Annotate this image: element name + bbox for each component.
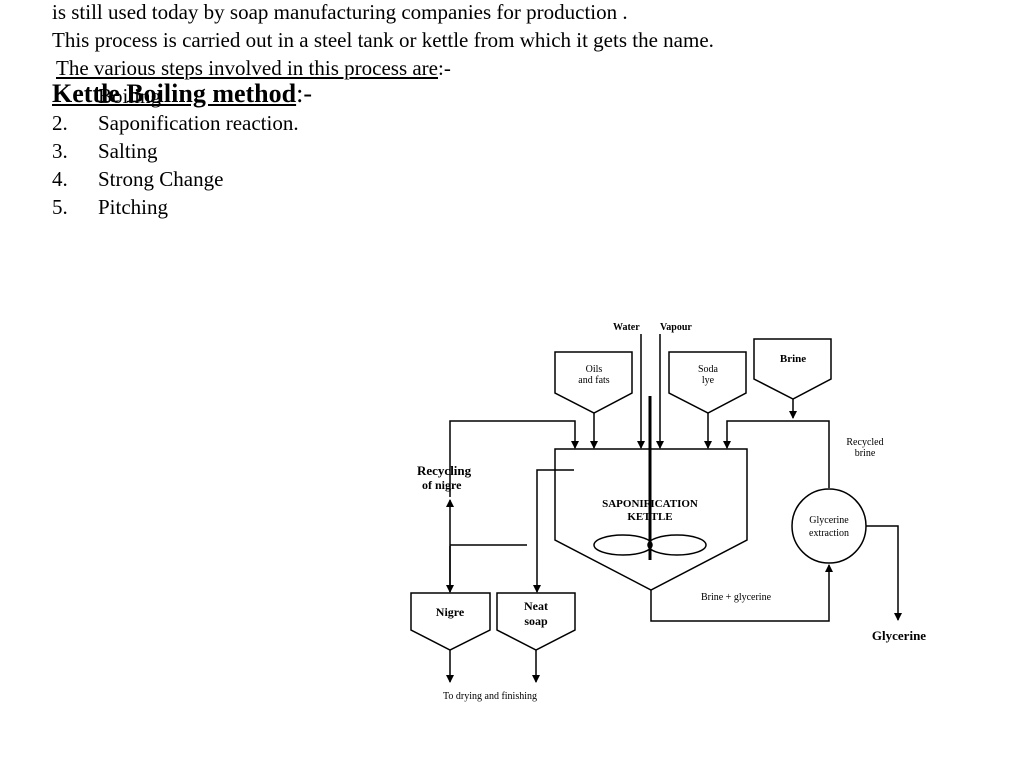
nigre-label: Nigre (436, 605, 465, 619)
neat-soap-label-line2: soap (524, 614, 548, 628)
glycerine-extraction-label-line1: Glycerine (809, 515, 849, 526)
heading-title: Kettle Boiling method (52, 79, 297, 108)
brine-label: Brine (780, 353, 806, 365)
brine-glycerine-label: Brine + glycerine (701, 592, 772, 603)
recycling-nigre-label-line1: Recycling (417, 463, 472, 478)
soda-lye-hopper (668, 351, 747, 414)
nigre-hopper (410, 592, 491, 651)
soda-label-line1: Soda (698, 364, 719, 375)
glycerine-extraction-unit (791, 488, 867, 564)
intro-line-2: This process is carried out in a steel t… (52, 28, 714, 52)
stirrer-blade-left (593, 534, 653, 556)
oils-fats-hopper (554, 351, 633, 414)
glycerine-label: Glycerine (872, 628, 926, 643)
section-heading: Kettle Boiling method:- (52, 79, 312, 109)
intro-line-1: is still used today by soap manufacturin… (52, 0, 628, 24)
steps-intro-text: The various steps involved in this proce… (56, 56, 438, 80)
recycling-nigre-label-line2: of nigre (422, 478, 462, 492)
soda-label-line2: lye (702, 375, 715, 386)
kettle-process-diagram: Water Vapour Oils and fats Soda lye Brin… (410, 322, 926, 702)
stirrer-blade-right (647, 534, 707, 556)
step-text: Strong Change (98, 167, 224, 191)
recycled-brine-line (723, 420, 830, 488)
step-text: Saponification reaction. (98, 111, 299, 135)
step-number: 4. (52, 167, 68, 191)
steps-intro-suffix: :- (438, 56, 451, 80)
water-label: Water (613, 322, 640, 333)
oils-label-line1: Oils (586, 364, 603, 375)
neat-soap-hopper (496, 592, 576, 651)
step-1-overlapped-text: Boiling (98, 84, 162, 108)
nigre-recycle-line (449, 420, 579, 497)
neat-soap-label-line1: Neat (524, 599, 548, 613)
step-number: 2. (52, 111, 68, 135)
recycled-brine-label-line2: brine (855, 448, 876, 459)
drying-label: To drying and finishing (443, 691, 537, 702)
vapour-label: Vapour (660, 322, 692, 333)
step-text: Salting (98, 139, 158, 163)
kettle-label-line1: SAPONIFICATION (602, 498, 698, 510)
neat-soap-draw-off (533, 469, 574, 593)
kettle-label-line2: KETTLE (627, 511, 672, 523)
step-number: 5. (52, 195, 68, 219)
saponification-kettle (554, 448, 748, 591)
brine-glycerine-line (650, 564, 833, 622)
brine-hopper (753, 338, 832, 400)
step-text: Pitching (98, 195, 169, 219)
glycerine-extraction-label-line2: extraction (809, 528, 849, 539)
steps-intro: The various steps involved in this proce… (56, 55, 451, 81)
recycled-brine-label-line1: Recycled (846, 437, 883, 448)
glycerine-out-line (866, 525, 902, 621)
step-number: 3. (52, 139, 68, 163)
oils-label-line2: and fats (578, 375, 609, 386)
heading-suffix: :- (296, 79, 312, 108)
